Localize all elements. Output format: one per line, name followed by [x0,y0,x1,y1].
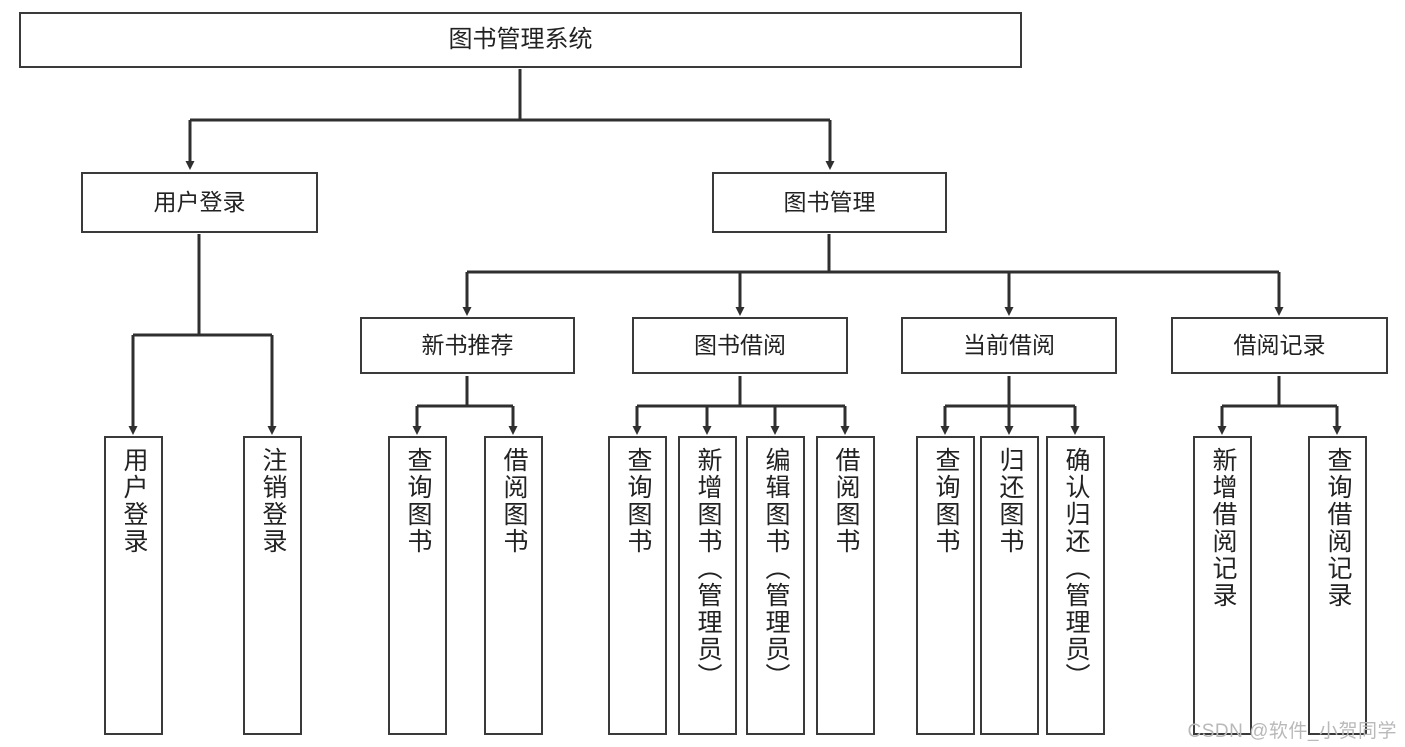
leaf-query-book-current[interactable]: 查询图书 [916,436,975,735]
leaf-return-book[interactable]: 归还图书 [980,436,1039,735]
node-user-login[interactable]: 用户登录 [81,172,318,233]
leaf-query-book-borrow[interactable]: 查询图书 [608,436,667,735]
node-label: 新书推荐 [421,331,514,358]
node-new-book-recommendation[interactable]: 新书推荐 [360,317,575,374]
leaf-add-borrow-record[interactable]: 新增借阅记录 [1193,436,1252,735]
node-label: 图书借阅 [694,331,786,358]
node-label: 借阅图书 [500,447,528,555]
node-label: 用户登录 [120,447,148,555]
node-label: 查询图书 [404,447,432,555]
node-label: 当前借阅 [963,331,1055,358]
node-label: 查询借阅记录 [1324,447,1352,609]
node-root-book-management-system[interactable]: 图书管理系统 [19,12,1022,68]
node-borrowing-record[interactable]: 借阅记录 [1171,317,1388,374]
node-label: 确认归还（管理员） [1062,447,1090,690]
node-label: 查询图书 [932,447,960,555]
node-label: 新增借阅记录 [1209,447,1237,609]
node-label: 新增图书（管理员） [694,447,722,690]
node-current-borrowing[interactable]: 当前借阅 [901,317,1117,374]
leaf-query-borrow-record[interactable]: 查询借阅记录 [1308,436,1367,735]
leaf-borrow-book-new-book[interactable]: 借阅图书 [484,436,543,735]
csdn-watermark: CSDN @软件_小贺同学 [1187,721,1397,742]
leaf-user-login[interactable]: 用户登录 [104,436,163,735]
node-book-management[interactable]: 图书管理 [712,172,947,233]
node-book-borrowing[interactable]: 图书借阅 [632,317,848,374]
leaf-confirm-return-admin[interactable]: 确认归还（管理员） [1046,436,1105,735]
leaf-user-logout[interactable]: 注销登录 [243,436,302,735]
node-label: 图书管理 [783,188,876,215]
node-label: 注销登录 [259,447,287,555]
leaf-query-book-new-book[interactable]: 查询图书 [388,436,447,735]
node-label: 借阅记录 [1233,331,1326,358]
node-label: 查询图书 [624,447,652,555]
node-label: 借阅图书 [832,447,860,555]
node-label: 图书管理系统 [448,25,593,53]
leaf-edit-book-admin[interactable]: 编辑图书（管理员） [746,436,805,735]
node-label: 编辑图书（管理员） [762,447,790,690]
node-label: 归还图书 [996,447,1024,555]
node-label: 用户登录 [153,188,246,215]
leaf-add-book-admin[interactable]: 新增图书（管理员） [678,436,737,735]
leaf-borrow-book[interactable]: 借阅图书 [816,436,875,735]
